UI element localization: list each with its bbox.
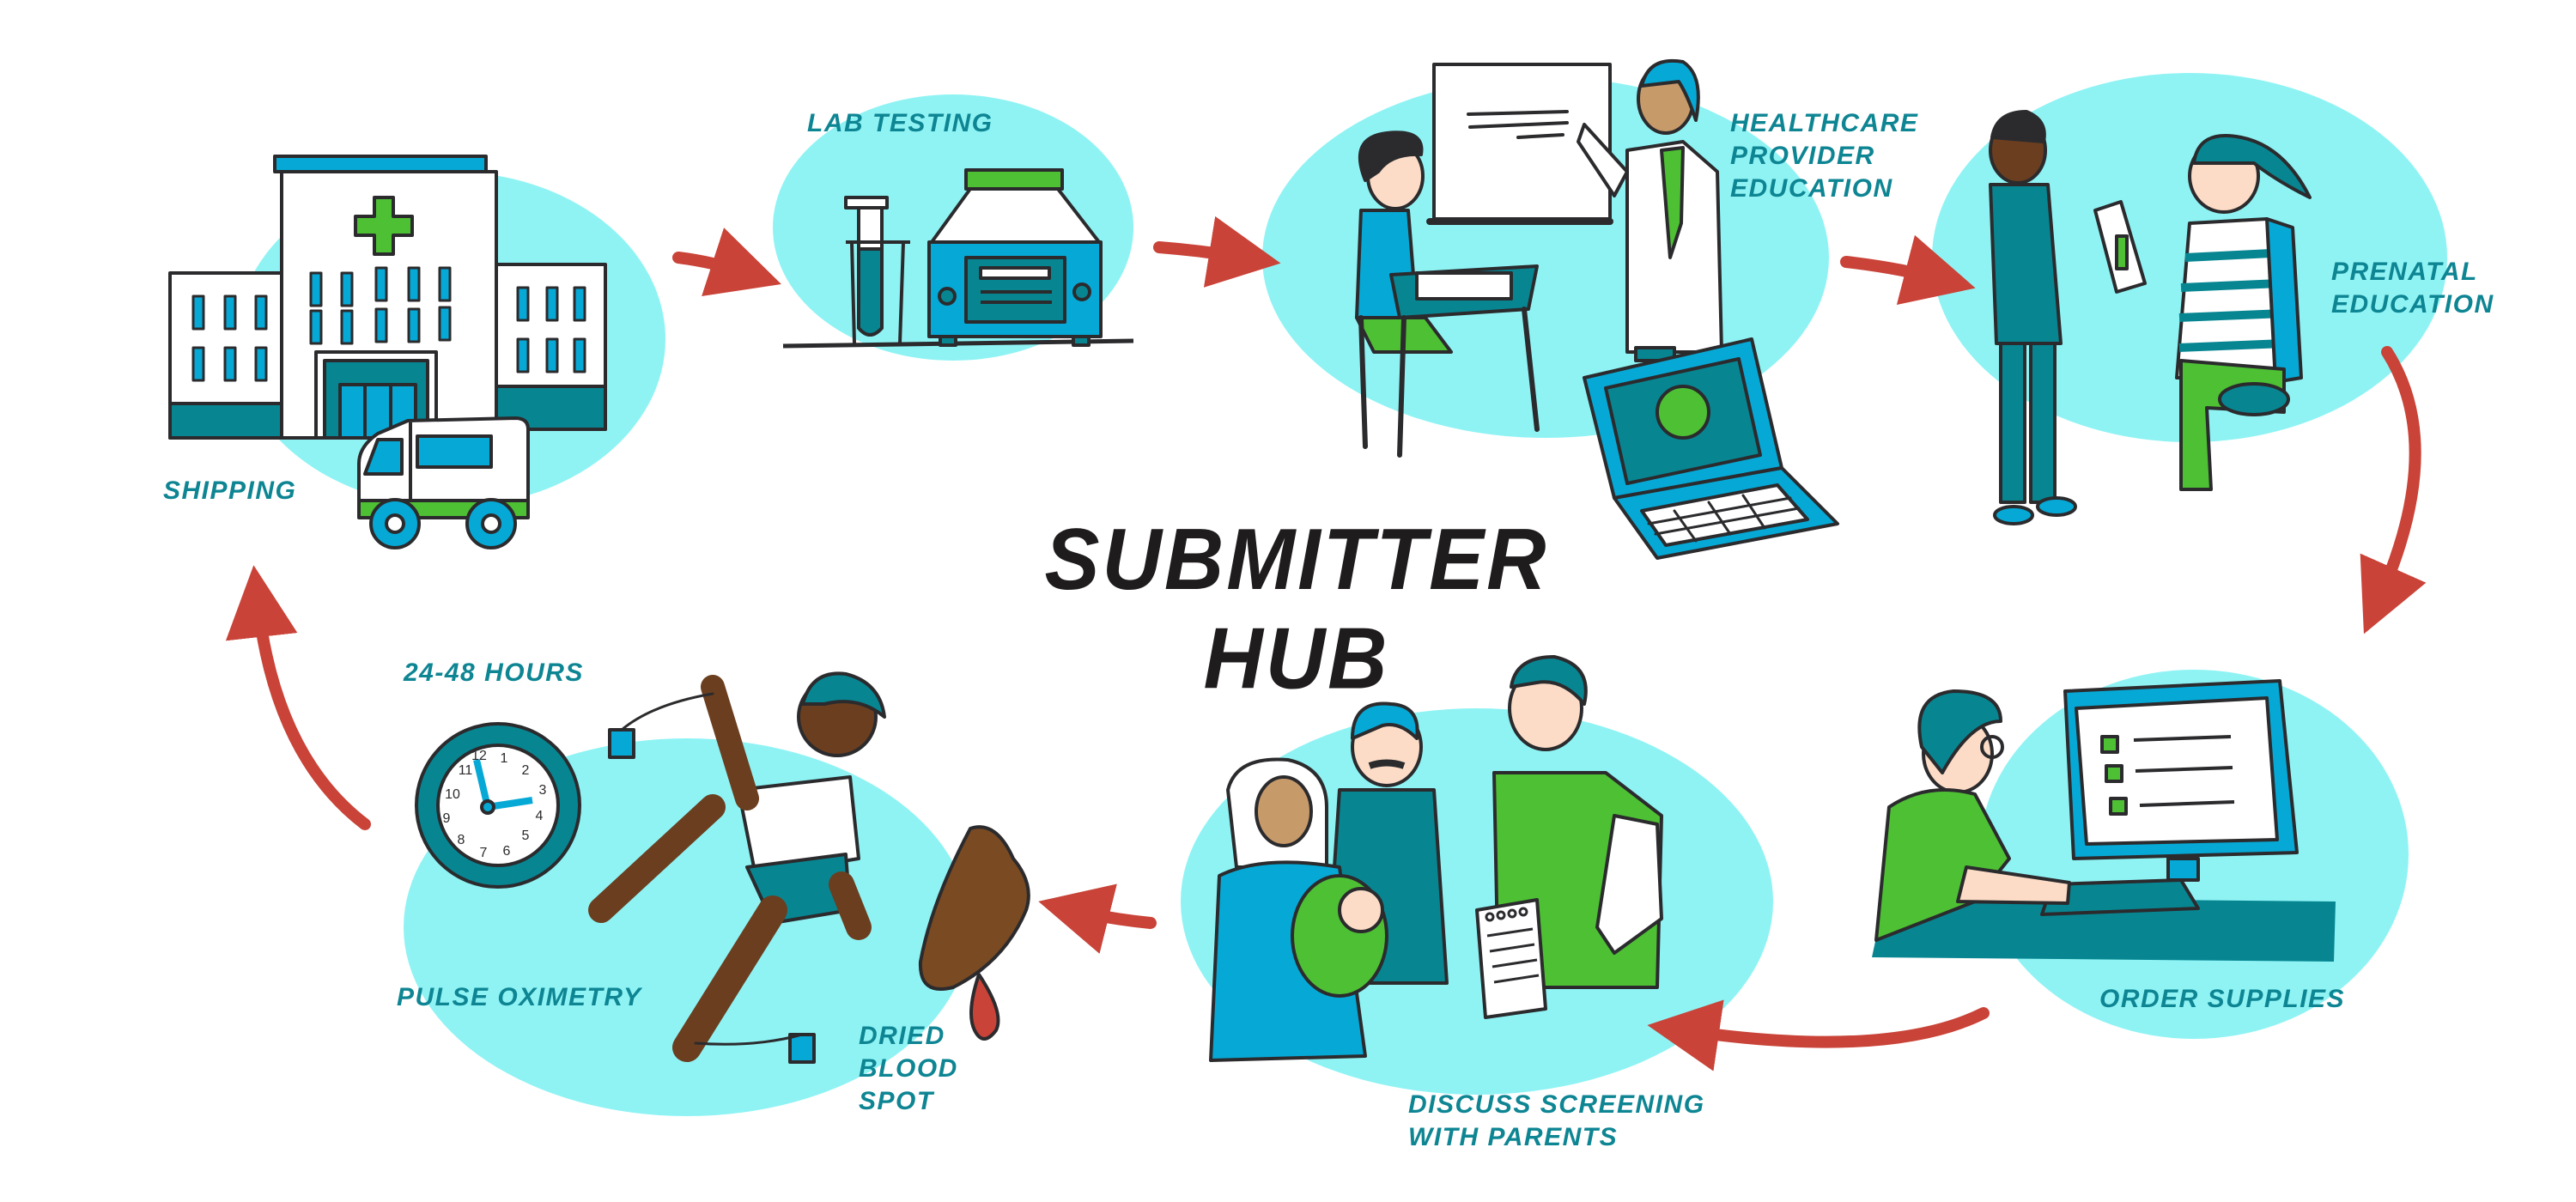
diagram-title: SUBMITTER HUB — [1044, 511, 1549, 707]
foot-blood-drop-icon — [918, 825, 1030, 1041]
svg-text:3: 3 — [539, 783, 547, 798]
svg-text:12: 12 — [471, 749, 487, 763]
label-24-48-hours: 24-48 HOURS — [404, 659, 584, 687]
classroom-doctor-laptop-icon — [1355, 58, 1839, 560]
svg-text:5: 5 — [522, 829, 530, 843]
svg-text:11: 11 — [459, 763, 473, 778]
arrow-order-to-discuss — [1647, 999, 1990, 1071]
svg-text:4: 4 — [536, 809, 544, 823]
label-order-supplies: ORDER SUPPLIES — [2099, 985, 2346, 1013]
label-lab-testing: LAB TESTING — [807, 109, 993, 137]
arrow-oximetry-to-shipping — [225, 565, 371, 830]
hospital-ambulance-icon — [168, 155, 607, 549]
computer-checklist-icon — [1872, 679, 2336, 962]
baby-oximeter-icon — [588, 671, 886, 1064]
svg-text:10: 10 — [445, 787, 460, 802]
label-pulse-oximetry: PULSE OXIMETRY — [397, 983, 642, 1011]
svg-text:1: 1 — [501, 751, 508, 766]
nurse-pregnant-woman-icon — [1989, 110, 2312, 525]
label-dried-blood-spot: DRIED BLOOD SPOT — [859, 1022, 958, 1115]
arrow-lab-to-provider — [1153, 216, 1281, 288]
clock-icon — [415, 722, 581, 889]
svg-text:7: 7 — [480, 846, 488, 860]
flow-arrows — [225, 216, 2427, 1071]
family-doctor-icon — [1209, 655, 1663, 1062]
clock-numerals: 12 1 2 3 4 5 6 7 8 9 10 11 — [443, 749, 547, 860]
label-shipping: SHIPPING — [163, 477, 297, 505]
svg-text:6: 6 — [503, 844, 511, 859]
arrow-provider-to-prenatal — [1840, 234, 1976, 306]
test-tube-centrifuge-icon — [782, 168, 1134, 349]
svg-text:2: 2 — [522, 763, 530, 778]
label-prenatal-education: PRENATAL EDUCATION — [2331, 258, 2494, 319]
svg-text:9: 9 — [443, 811, 451, 826]
label-discuss-screening: DISCUSS SCREENING WITH PARENTS — [1408, 1090, 1705, 1151]
arrow-discuss-to-bloodspot — [1038, 883, 1157, 954]
svg-text:8: 8 — [458, 833, 465, 847]
arrow-shipping-to-lab — [672, 228, 781, 296]
label-healthcare-provider-education: HEALTHCARE PROVIDER EDUCATION — [1730, 109, 1919, 203]
arrow-prenatal-to-order — [2360, 346, 2427, 634]
